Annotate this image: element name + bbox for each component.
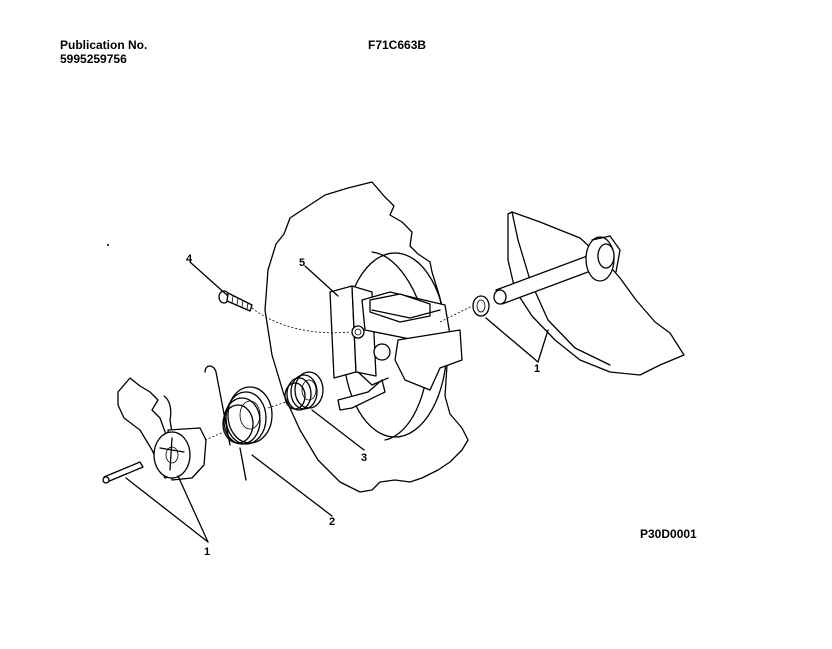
- torsion-spring: [204, 365, 273, 481]
- leader-lines: [125, 261, 549, 543]
- callout-1-left: 1: [204, 546, 210, 558]
- publication-number: 5995259756: [60, 52, 127, 66]
- callout-2: 2: [329, 516, 335, 528]
- pin: [102, 461, 144, 484]
- callout-4: 4: [186, 253, 193, 265]
- washer-ring: [472, 295, 490, 317]
- paddle-shaft: [493, 211, 685, 376]
- figure-code: P30D0001: [640, 527, 697, 541]
- publication-label: Publication No.: [60, 38, 148, 52]
- callout-3: 3: [361, 452, 367, 464]
- screw: [218, 290, 253, 312]
- stray-dot: [107, 244, 109, 246]
- model-number: F71C663B: [368, 38, 427, 52]
- callout-5: 5: [299, 257, 305, 269]
- small-spring: [284, 371, 324, 411]
- callout-1-right: 1: [534, 363, 540, 375]
- assembly-lines: [204, 305, 473, 441]
- bracket-assembly: [329, 285, 463, 411]
- actuator-hub: [117, 377, 207, 481]
